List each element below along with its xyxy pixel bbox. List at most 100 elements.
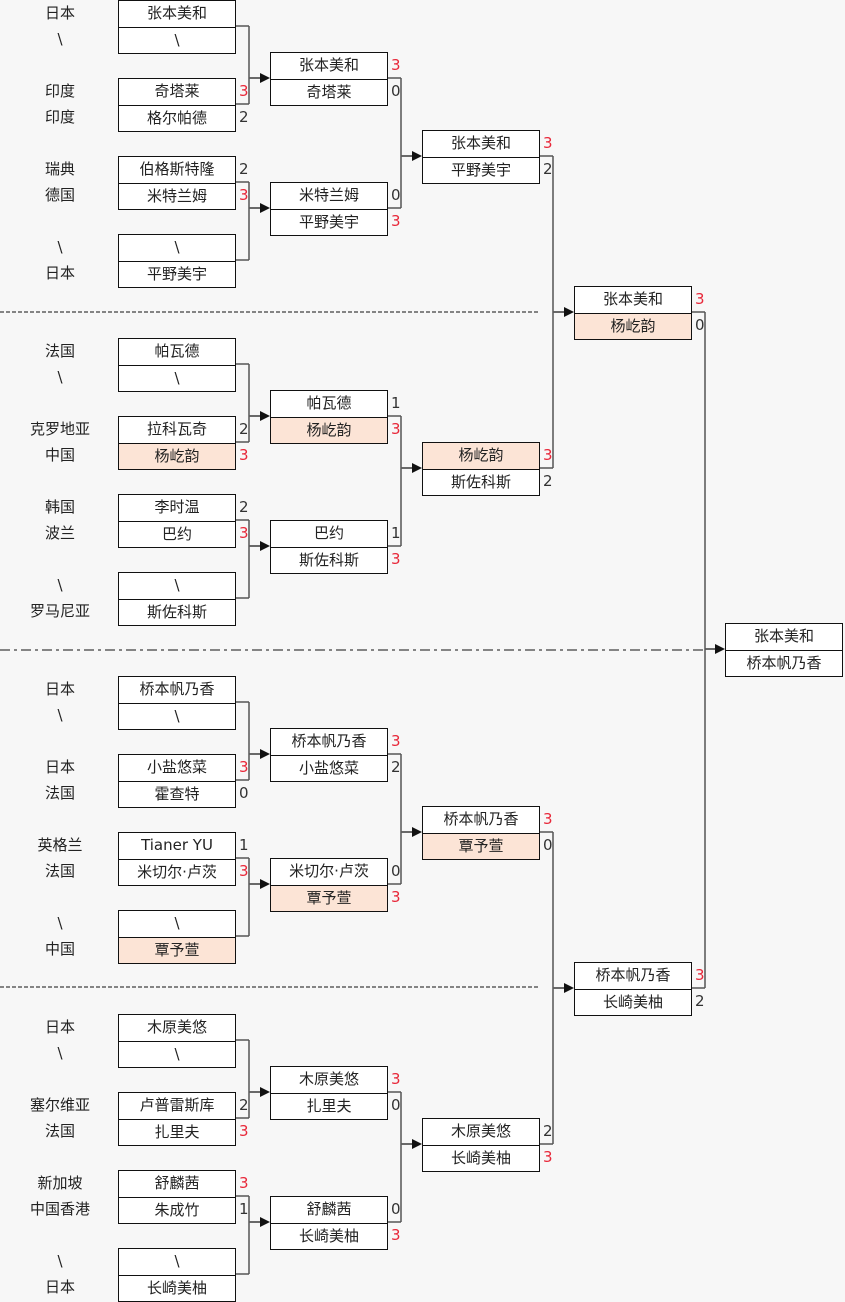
match-score: 2 <box>239 420 249 438</box>
player-country: 日本 <box>44 264 75 282</box>
arrow-icon <box>564 983 574 993</box>
player-name: 长崎美柚 <box>423 1145 539 1171</box>
match-score: 0 <box>391 186 401 204</box>
match-score: 3 <box>391 1070 401 1088</box>
player-name: \ <box>174 238 180 256</box>
player-country: \ <box>57 238 63 256</box>
player-name: 扎里夫 <box>119 1119 235 1145</box>
player-country: 法国 <box>44 1122 75 1140</box>
round2-match: 木原美悠扎里夫 <box>270 1066 388 1120</box>
player-country: 韩国 <box>44 498 75 516</box>
match-score: 0 <box>695 316 705 334</box>
player-country: 中国 <box>44 446 75 464</box>
player-country: 中国香港 <box>29 1200 90 1218</box>
player-country: 德国 <box>44 186 75 204</box>
round1-match: \覃予萱 <box>118 910 236 964</box>
match-score: 1 <box>391 394 401 412</box>
match-score: 3 <box>543 446 553 464</box>
player-name: 朱成竹 <box>119 1197 235 1223</box>
player-country: \ <box>57 30 63 48</box>
match-score: 0 <box>543 836 553 854</box>
match-score: 2 <box>239 498 249 516</box>
match-score: 3 <box>239 446 249 464</box>
player-name: 平野美宇 <box>423 157 539 183</box>
player-name: 米特兰姆 <box>298 186 359 204</box>
player-name: 帕瓦德 <box>306 394 352 412</box>
match-score: 2 <box>695 992 705 1010</box>
match-score: 2 <box>239 160 249 178</box>
match-score: 1 <box>239 1200 249 1218</box>
arrow-icon <box>715 644 725 654</box>
arrow-icon <box>412 827 422 837</box>
player-country: 法国 <box>44 862 75 880</box>
player-name: 米切尔·卢茨 <box>119 859 235 885</box>
match-score: 0 <box>391 1200 401 1218</box>
player-name: 木原美悠 <box>298 1070 359 1088</box>
player-country: 新加坡 <box>37 1174 83 1192</box>
player-name: 奇塔莱 <box>154 82 200 100</box>
match-score: 3 <box>543 810 553 828</box>
match-score: 3 <box>391 888 401 906</box>
match-score: 3 <box>391 56 401 74</box>
match-score: 2 <box>391 758 401 776</box>
round3-match: 张本美和平野美宇 <box>422 130 540 184</box>
match-score: 3 <box>239 82 249 100</box>
player-country: \ <box>57 1252 63 1270</box>
player-name: \ <box>119 703 235 729</box>
player-country: \ <box>57 706 63 724</box>
arrow-icon <box>260 1217 270 1227</box>
player-name: 小盐悠菜 <box>271 755 387 781</box>
round1-match: 卢普雷斯库扎里夫 <box>118 1092 236 1146</box>
arrow-icon <box>412 151 422 161</box>
player-name: 斯佐科斯 <box>423 469 539 495</box>
player-name: \ <box>119 27 235 53</box>
arrow-icon <box>260 541 270 551</box>
player-name: 巴约 <box>313 524 344 542</box>
player-name: 覃予萱 <box>271 885 387 911</box>
player-name: 张本美和 <box>753 627 814 645</box>
round2-match: 桥本帆乃香小盐悠菜 <box>270 728 388 782</box>
round2-match: 舒麟茜长崎美柚 <box>270 1196 388 1250</box>
player-name: \ <box>119 365 235 391</box>
arrow-icon <box>412 463 422 473</box>
match-score: 1 <box>239 836 249 854</box>
round1-match: 伯格斯特隆米特兰姆 <box>118 156 236 210</box>
player-country: \ <box>57 368 63 386</box>
round3-match: 桥本帆乃香覃予萱 <box>422 806 540 860</box>
final-match: 张本美和桥本帆乃香 <box>725 623 843 677</box>
round3-match: 杨屹韵斯佐科斯 <box>422 442 540 496</box>
match-score: 3 <box>695 290 705 308</box>
player-name: 桥本帆乃香 <box>726 650 842 676</box>
player-country: 日本 <box>44 758 75 776</box>
round2-match: 巴约斯佐科斯 <box>270 520 388 574</box>
round2-match: 张本美和奇塔莱 <box>270 52 388 106</box>
player-name: 覃予萱 <box>423 833 539 859</box>
match-score: 3 <box>239 862 249 880</box>
player-name: Tianer YU <box>141 836 213 854</box>
player-country: 英格兰 <box>37 836 83 854</box>
player-name: 扎里夫 <box>271 1093 387 1119</box>
player-country: 波兰 <box>44 524 75 542</box>
round1-match: 李时温巴约 <box>118 494 236 548</box>
player-name: 斯佐科斯 <box>271 547 387 573</box>
match-score: 2 <box>239 1096 249 1114</box>
match-score: 2 <box>543 1122 553 1140</box>
player-name: 舒麟茜 <box>154 1174 200 1192</box>
player-name: 张本美和 <box>450 134 511 152</box>
match-score: 3 <box>239 186 249 204</box>
arrow-icon <box>260 879 270 889</box>
round1-match: 舒麟茜朱成竹 <box>118 1170 236 1224</box>
player-country: 瑞典 <box>44 160 75 178</box>
player-name: 木原美悠 <box>146 1018 207 1036</box>
player-name: 帕瓦德 <box>154 342 200 360</box>
player-country: \ <box>57 1044 63 1062</box>
player-name: 平野美宇 <box>119 261 235 287</box>
player-name: 巴约 <box>119 521 235 547</box>
match-score: 0 <box>391 82 401 100</box>
match-score: 3 <box>391 732 401 750</box>
player-name: 杨屹韵 <box>423 443 539 469</box>
player-name: 卢普雷斯库 <box>139 1096 215 1114</box>
match-score: 1 <box>391 524 401 542</box>
match-score: 3 <box>543 1148 553 1166</box>
